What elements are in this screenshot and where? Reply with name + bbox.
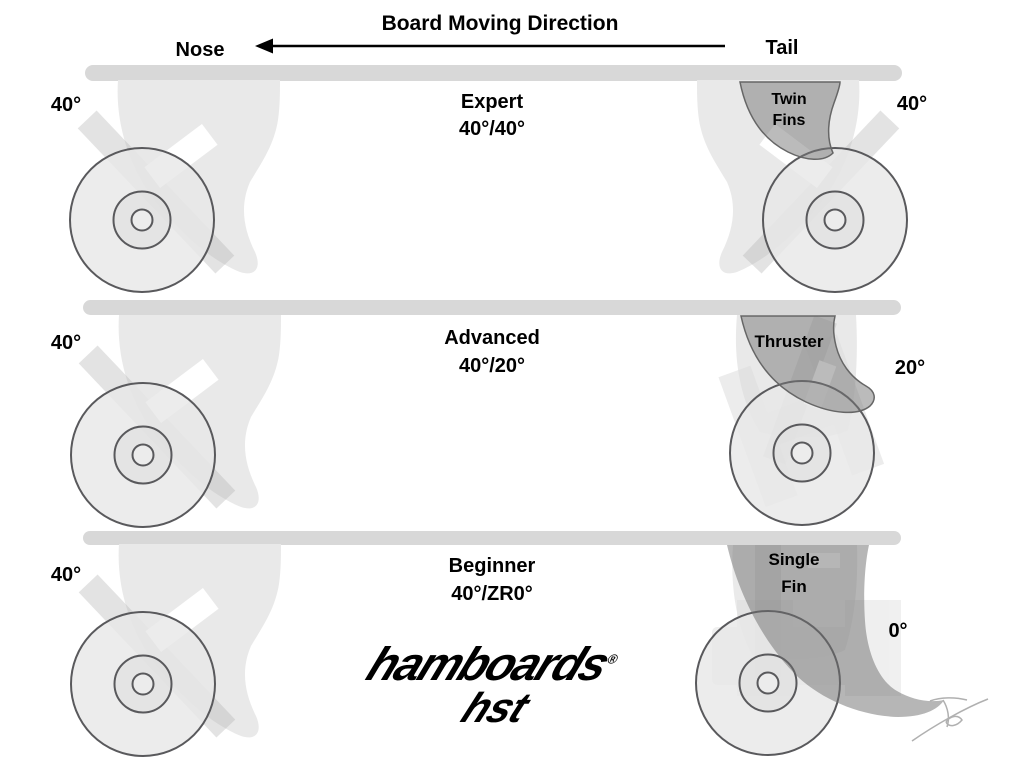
direction-arrow — [255, 38, 725, 54]
front-angle-advanced: 40° — [50, 332, 82, 354]
deck-beginner — [83, 531, 901, 545]
fin-label-twin-fins: Twin Fins — [744, 89, 834, 131]
fin-label-line2: Fin — [781, 577, 807, 596]
rear-angle-expert: 40° — [896, 93, 928, 115]
hamboards-logo-text: hamboards — [359, 637, 617, 690]
diagram-title: Board Moving Direction — [381, 12, 619, 35]
thruster-fin-shape — [740, 315, 875, 414]
tail-label: Tail — [765, 37, 799, 59]
deck-advanced — [83, 300, 901, 315]
nose-truck-advanced — [70, 314, 282, 528]
setup-label-beginner: 40°/ZR0° — [451, 583, 533, 605]
nose-truck-expert — [69, 79, 281, 293]
single-fin-shape — [727, 545, 944, 717]
level-label-expert: Expert — [460, 91, 524, 113]
fin-label-line1: Twin — [771, 91, 807, 108]
twin-fin-shape — [739, 81, 841, 160]
nose-label: Nose — [175, 39, 225, 61]
hst-logo: hst — [454, 684, 536, 731]
front-angle-beginner: 40° — [50, 564, 82, 586]
level-label-advanced: Advanced — [444, 327, 540, 349]
deck-expert — [85, 65, 902, 81]
fin-label-line2: Fins — [772, 112, 806, 129]
fin-label-line1: Thruster — [754, 332, 824, 351]
signature — [911, 697, 989, 742]
rear-angle-beginner: 0° — [888, 620, 908, 642]
fin-label-single-fin: Single Fin — [748, 546, 840, 600]
fin-label-line1: Single — [768, 550, 820, 569]
level-label-beginner: Beginner — [448, 555, 536, 577]
hamboards-logo: hamboards® — [277, 636, 709, 691]
rear-angle-advanced: 20° — [894, 357, 926, 379]
setup-label-expert: 40°/40° — [458, 118, 526, 140]
setup-label-advanced: 40°/20° — [458, 355, 526, 377]
nose-truck-beginner — [70, 543, 282, 757]
front-angle-expert: 40° — [50, 94, 82, 116]
fin-label-thruster: Thruster — [726, 331, 852, 352]
